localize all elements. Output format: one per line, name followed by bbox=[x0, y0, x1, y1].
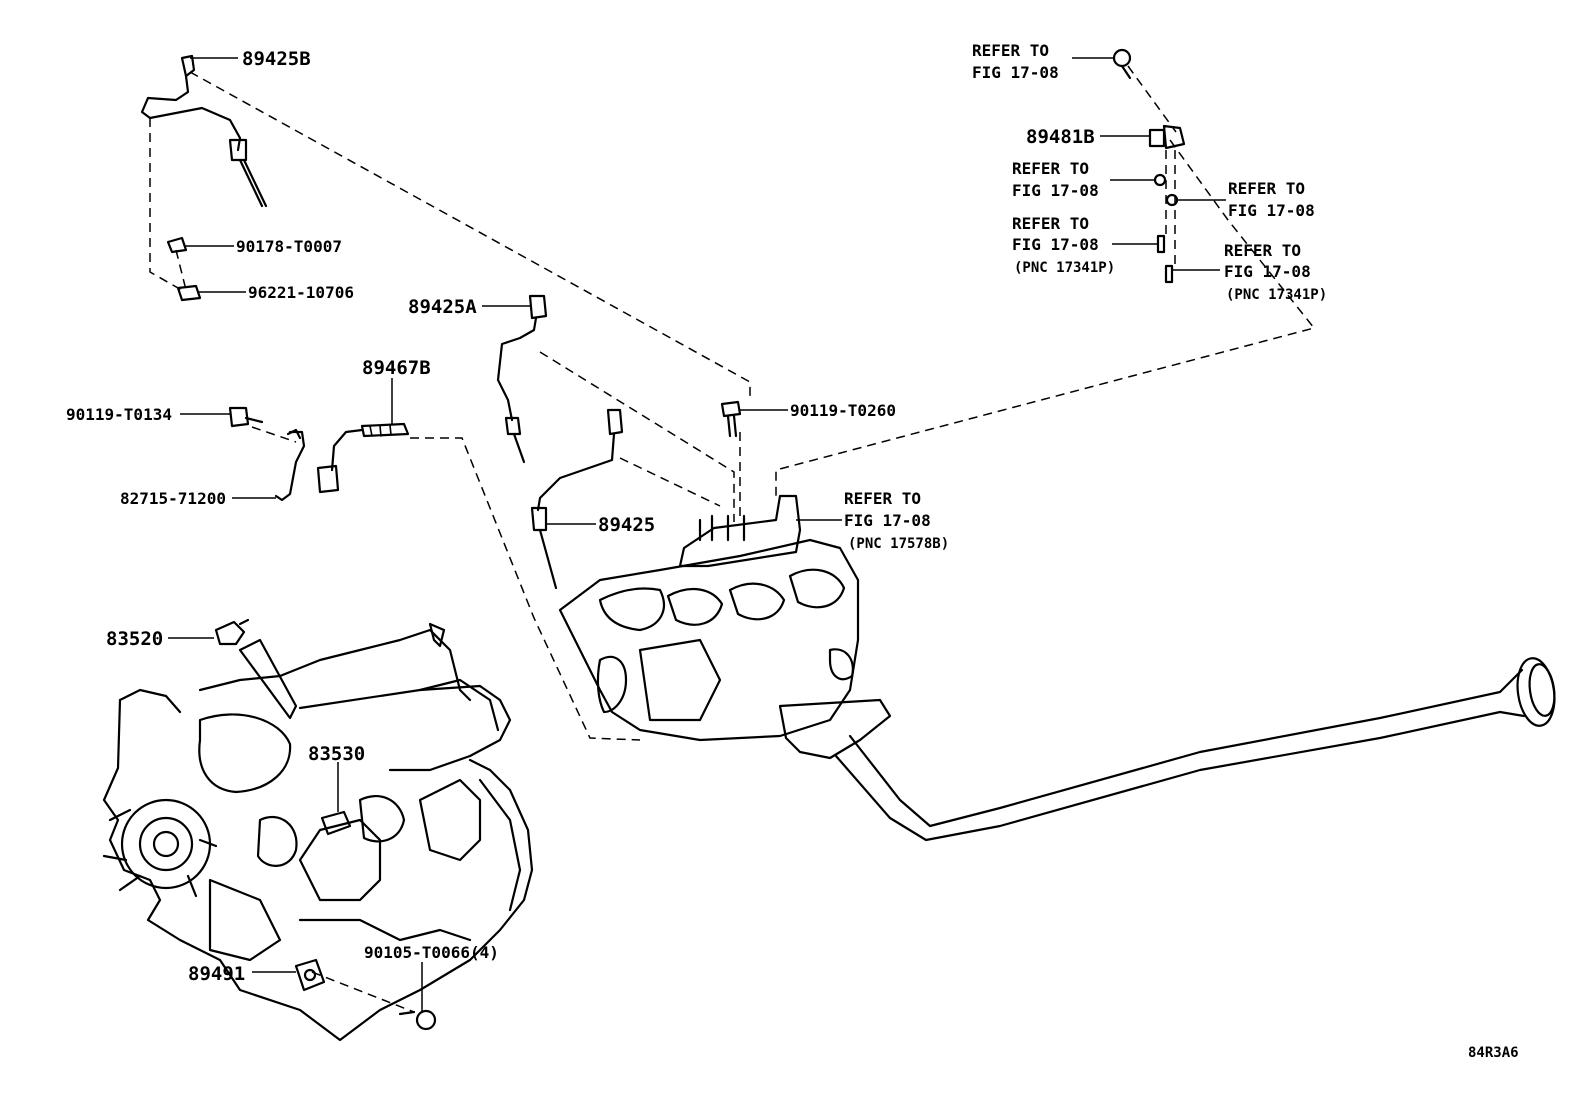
assembly-lines bbox=[149, 65, 1316, 1013]
svg-text:(PNC 17341P): (PNC 17341P) bbox=[1226, 287, 1327, 303]
bolt-90105-drawing bbox=[398, 1009, 437, 1031]
svg-text:FIG 17-08: FIG 17-08 bbox=[1012, 235, 1099, 254]
svg-text:REFER TO: REFER TO bbox=[844, 489, 921, 508]
diagram-code: 84R3A6 bbox=[1468, 1045, 1519, 1061]
sensor-89491-drawing bbox=[294, 958, 326, 992]
engine-block-drawing bbox=[102, 622, 534, 1042]
svg-text:REFER TO: REFER TO bbox=[1228, 179, 1305, 198]
svg-text:FIG 17-08: FIG 17-08 bbox=[1012, 181, 1099, 200]
bracket-82715-drawing bbox=[274, 428, 306, 502]
label-82715-71200: 82715-71200 bbox=[120, 489, 226, 508]
label-89491: 89491 bbox=[188, 963, 245, 985]
refer-note-left-1: REFER TO FIG 17-08 bbox=[1012, 159, 1099, 200]
svg-text:FIG 17-08: FIG 17-08 bbox=[844, 511, 931, 530]
sensor-89425B-drawing bbox=[140, 54, 268, 208]
label-96221-10706: 96221-10706 bbox=[248, 283, 354, 302]
exhaust-manifold-drawing bbox=[558, 494, 860, 742]
svg-text:(PNC 17341P): (PNC 17341P) bbox=[1014, 260, 1115, 276]
label-90178-T0007: 90178-T0007 bbox=[236, 237, 342, 256]
label-90119-T0260: 90119-T0260 bbox=[790, 401, 896, 420]
bolt-90119-T0260-drawing bbox=[720, 400, 742, 438]
sensor-89425-drawing bbox=[530, 408, 624, 590]
svg-text:REFER TO: REFER TO bbox=[1012, 159, 1089, 178]
label-83520: 83520 bbox=[106, 628, 163, 650]
sensor-89467B-drawing bbox=[316, 422, 410, 494]
part-labels: 89425B 90178-T0007 96221-10706 89425A 89… bbox=[66, 48, 1519, 1061]
refer-note-right-2: REFER TO FIG 17-08 (PNC 17341P) bbox=[1224, 241, 1327, 303]
clamp-90178-drawing bbox=[166, 236, 188, 254]
label-89481B: 89481B bbox=[1026, 126, 1095, 148]
sensor-89481B-drawing bbox=[1112, 48, 1186, 284]
exhaust-pipe-drawing bbox=[778, 657, 1556, 842]
label-89425B: 89425B bbox=[242, 48, 311, 70]
refer-note-top: REFER TO FIG 17-08 bbox=[972, 41, 1059, 82]
switch-83520-drawing bbox=[214, 618, 250, 646]
svg-text:(PNC 17578B): (PNC 17578B) bbox=[848, 536, 949, 552]
switch-83530-drawing bbox=[320, 810, 352, 836]
refer-note-right-1: REFER TO FIG 17-08 bbox=[1228, 179, 1315, 220]
refer-notes: REFER TO FIG 17-08 REFER TO FIG 17-08 RE… bbox=[844, 41, 1327, 552]
bolt-90119-T0134-drawing bbox=[228, 406, 264, 428]
label-89467B: 89467B bbox=[362, 357, 431, 379]
svg-text:REFER TO: REFER TO bbox=[1012, 214, 1089, 233]
label-89425A: 89425A bbox=[408, 296, 477, 318]
leader-lines bbox=[168, 57, 1226, 1012]
svg-text:FIG 17-08: FIG 17-08 bbox=[972, 63, 1059, 82]
svg-text:REFER TO: REFER TO bbox=[972, 41, 1049, 60]
svg-text:FIG 17-08: FIG 17-08 bbox=[1228, 201, 1315, 220]
label-90105-T0066: 90105-T0066(4) bbox=[364, 943, 499, 962]
sensor-89425A-drawing bbox=[496, 294, 548, 464]
label-90119-T0134: 90119-T0134 bbox=[66, 405, 172, 424]
label-89425: 89425 bbox=[598, 514, 655, 536]
clip-96221-drawing bbox=[176, 284, 202, 302]
refer-note-left-2: REFER TO FIG 17-08 (PNC 17341P) bbox=[1012, 214, 1115, 276]
refer-note-manifold: REFER TO FIG 17-08 (PNC 17578B) bbox=[844, 489, 949, 552]
svg-text:FIG 17-08: FIG 17-08 bbox=[1224, 262, 1311, 281]
svg-text:REFER TO: REFER TO bbox=[1224, 241, 1301, 260]
label-83530: 83530 bbox=[308, 743, 365, 765]
